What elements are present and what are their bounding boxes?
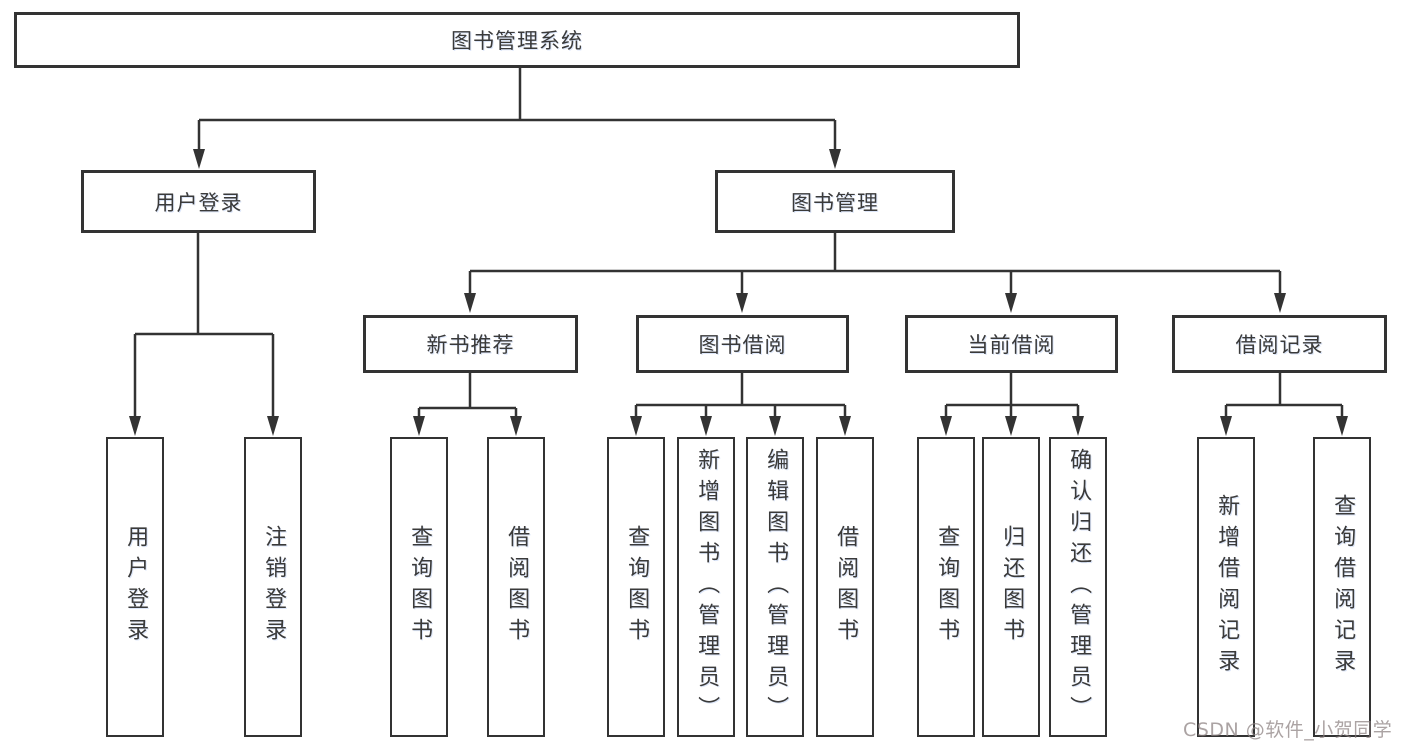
arrowheads (129, 149, 1348, 436)
node-label: 当前借阅 (967, 333, 1056, 357)
leaf-logout: 注销登录 (244, 437, 302, 737)
leaf-query-books-current: 查询图书 (917, 437, 975, 737)
leaf-edit-books-admin: 编辑图书（管理员） (746, 437, 804, 737)
leaf-borrow-books-recommend: 借阅图书 (487, 437, 545, 737)
leaf-label: 注销登录 (261, 525, 287, 649)
leaf-label: 用户登录 (123, 525, 149, 649)
node-label: 新书推荐 (426, 333, 515, 357)
leaf-return-books: 归还图书 (982, 437, 1040, 737)
node-label: 图书借阅 (698, 333, 787, 357)
leaf-user-login: 用户登录 (106, 437, 164, 737)
leaf-borrow-books: 借阅图书 (816, 437, 874, 737)
leaf-confirm-return-admin: 确认归还（管理员） (1049, 437, 1107, 737)
leaf-label: 确认归还（管理员） (1066, 447, 1092, 727)
leaf-query-books-recommend: 查询图书 (390, 437, 448, 737)
leaf-label: 查询图书 (934, 525, 960, 649)
node-book-borrowing: 图书借阅 (636, 315, 849, 373)
leaf-query-borrow-record: 查询借阅记录 (1313, 437, 1371, 737)
node-book-management: 图书管理 (715, 170, 955, 233)
leaf-label: 查询借阅记录 (1330, 494, 1356, 680)
leaf-label: 编辑图书（管理员） (763, 447, 789, 727)
node-current-borrowing: 当前借阅 (905, 315, 1118, 373)
leaf-label: 查询图书 (407, 525, 433, 649)
leaf-label: 借阅图书 (833, 525, 859, 649)
leaf-label: 新增图书（管理员） (694, 447, 720, 727)
leaf-query-books-borrowing: 查询图书 (607, 437, 665, 737)
leaf-label: 借阅图书 (504, 525, 530, 649)
node-borrowing-records: 借阅记录 (1172, 315, 1387, 373)
node-label: 用户登录 (154, 190, 243, 215)
node-label: 借阅记录 (1235, 333, 1324, 357)
node-user-login: 用户登录 (81, 170, 316, 233)
leaf-label: 归还图书 (999, 525, 1025, 649)
node-new-book-recommend: 新书推荐 (363, 315, 578, 373)
leaf-add-books-admin: 新增图书（管理员） (677, 437, 735, 737)
node-label: 图书管理系统 (451, 29, 583, 53)
node-root-system: 图书管理系统 (14, 12, 1020, 68)
leaf-label: 查询图书 (624, 525, 650, 649)
node-label: 图书管理 (791, 190, 879, 215)
leaf-add-borrow-record: 新增借阅记录 (1197, 437, 1255, 737)
csdn-watermark: CSDN @软件_小贺同学 (1183, 719, 1393, 741)
leaf-label: 新增借阅记录 (1214, 494, 1240, 680)
